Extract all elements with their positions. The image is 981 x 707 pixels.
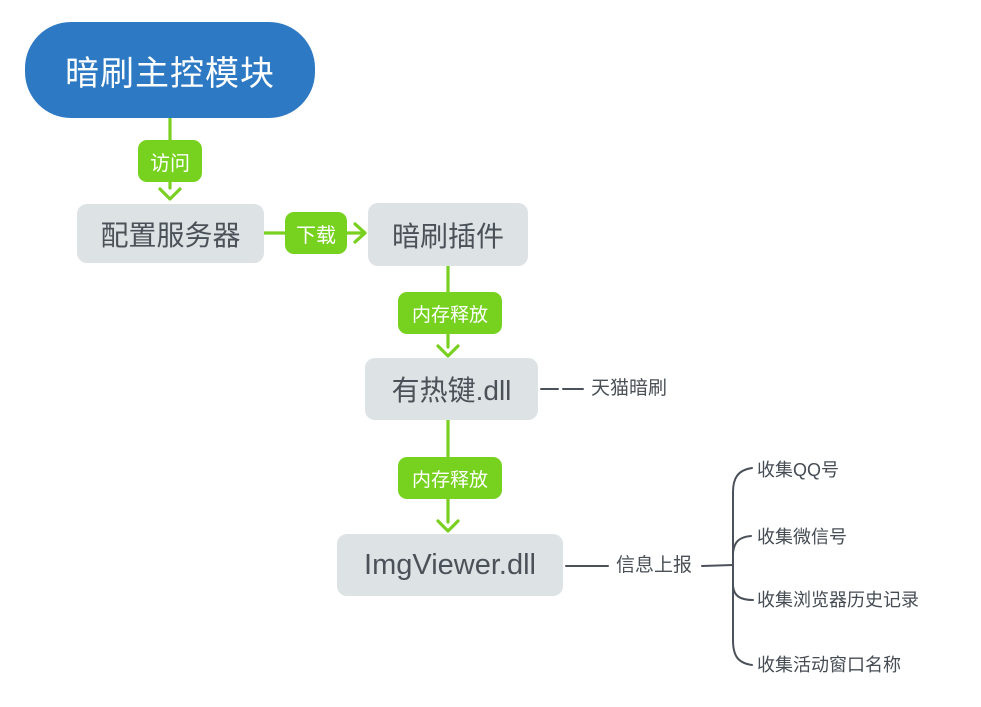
report-item-collect-browser-history: 收集浏览器历史记录 <box>757 590 919 610</box>
bracket-hook-item3 <box>732 585 754 601</box>
node-config-server: 配置服务器 <box>77 204 264 263</box>
node-dark-brush-plugin: 暗刷插件 <box>368 203 528 266</box>
edge-label-visit: 访问 <box>138 140 202 182</box>
edge-label-memory-release-1: 内存释放 <box>398 292 502 334</box>
annotation-info-report: 信息上报 <box>616 555 693 576</box>
line-report-to-bracket <box>701 564 734 567</box>
report-item-collect-qq: 收集QQ号 <box>757 460 840 480</box>
arrowhead-down-icon <box>158 187 182 201</box>
bracket-curve <box>732 467 753 666</box>
bracket-hook-item2 <box>732 535 752 554</box>
report-item-collect-wechat: 收集微信号 <box>757 527 847 547</box>
arrowhead-right-icon <box>353 222 367 244</box>
report-item-collect-active-window: 收集活动窗口名称 <box>757 655 901 675</box>
arrowhead-down-icon <box>436 344 460 358</box>
node-hotkey-dll: 有热键.dll <box>365 358 538 420</box>
arrowhead-down-icon <box>436 519 460 533</box>
node-imgviewer-dll: ImgViewer.dll <box>337 534 563 596</box>
edge-label-download: 下载 <box>285 212 347 254</box>
annotation-tmall-dark-brush: 天猫暗刷 <box>591 378 668 399</box>
node-main-control-module: 暗刷主控模块 <box>25 22 315 118</box>
edge-label-memory-release-2: 内存释放 <box>398 457 502 499</box>
